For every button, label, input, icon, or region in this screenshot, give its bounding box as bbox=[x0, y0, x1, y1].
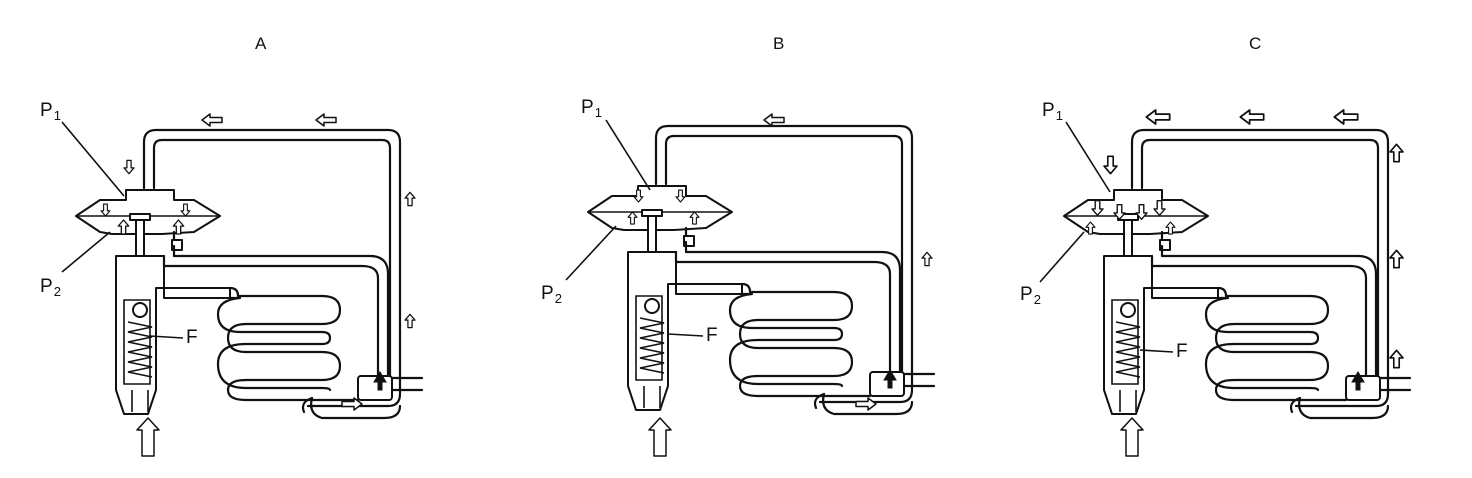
panel-a-top-arrow-1 bbox=[201, 113, 223, 127]
panel-a-p2-label: P2 bbox=[40, 276, 61, 299]
panel-c-f-label: F bbox=[1176, 341, 1188, 362]
panel-b-right-arrow bbox=[921, 251, 933, 267]
panel-c-drawing bbox=[1039, 109, 1412, 457]
panel-c-right-arrow-1 bbox=[1389, 143, 1404, 163]
panel-b-p1-label: P1 bbox=[581, 97, 602, 120]
panel-a-down-arrow bbox=[123, 159, 135, 175]
panel-a-right-arrow-2 bbox=[404, 313, 416, 329]
panel-a-title: A bbox=[255, 34, 267, 53]
panel-c-title: C bbox=[1249, 34, 1262, 53]
panel-c-top-arrow-1 bbox=[1145, 109, 1171, 125]
panel-b-top-arrow bbox=[763, 113, 785, 127]
panel-b-bulb-arrow bbox=[883, 369, 897, 389]
panel-a-top-arrow-2 bbox=[315, 113, 337, 127]
panel-a-bulb-arrow bbox=[373, 371, 387, 391]
panel-b-f-leader bbox=[667, 333, 704, 337]
panel-a-inlet-arrow bbox=[136, 417, 160, 457]
panel-a-drawing bbox=[61, 113, 424, 457]
panel-a-p2-leader bbox=[61, 231, 111, 273]
panel-c-bulb-arrow bbox=[1351, 371, 1365, 391]
panel-a-f-leader bbox=[149, 335, 184, 339]
panel-c-p1-label: P1 bbox=[1042, 100, 1063, 123]
panel-b-inlet-arrow bbox=[648, 417, 672, 457]
panel-c-f-leader bbox=[1139, 349, 1174, 353]
panel-a-right-arrow-1 bbox=[404, 191, 416, 207]
panel-a-p1-label: P1 bbox=[40, 100, 61, 123]
panel-b-drawing bbox=[565, 113, 936, 457]
panel-b-p1-leader bbox=[605, 119, 651, 191]
panel-c-p2-label: P2 bbox=[1020, 284, 1041, 307]
panel-b-p2-leader bbox=[565, 225, 617, 281]
panel-c-right-arrow-3 bbox=[1389, 349, 1404, 369]
panel-c-p2-leader bbox=[1039, 231, 1085, 283]
panel-c-top-arrow-3 bbox=[1333, 109, 1359, 125]
panel-c-down-arrow bbox=[1103, 155, 1118, 175]
panel-c-top-arrow-2 bbox=[1239, 109, 1265, 125]
panel-a-p1-leader bbox=[61, 121, 125, 197]
panel-b-bottom-arrow bbox=[855, 397, 877, 411]
panel-b-f-label: F bbox=[706, 325, 718, 346]
panel-b-title: B bbox=[773, 34, 785, 53]
panel-a-f-label: F bbox=[186, 327, 198, 348]
panel-c-inlet-arrow bbox=[1120, 417, 1144, 457]
panel-c-right-arrow-2 bbox=[1389, 249, 1404, 269]
panel-c-p1-leader bbox=[1065, 121, 1111, 193]
panel-b-p2-label: P2 bbox=[541, 283, 562, 306]
